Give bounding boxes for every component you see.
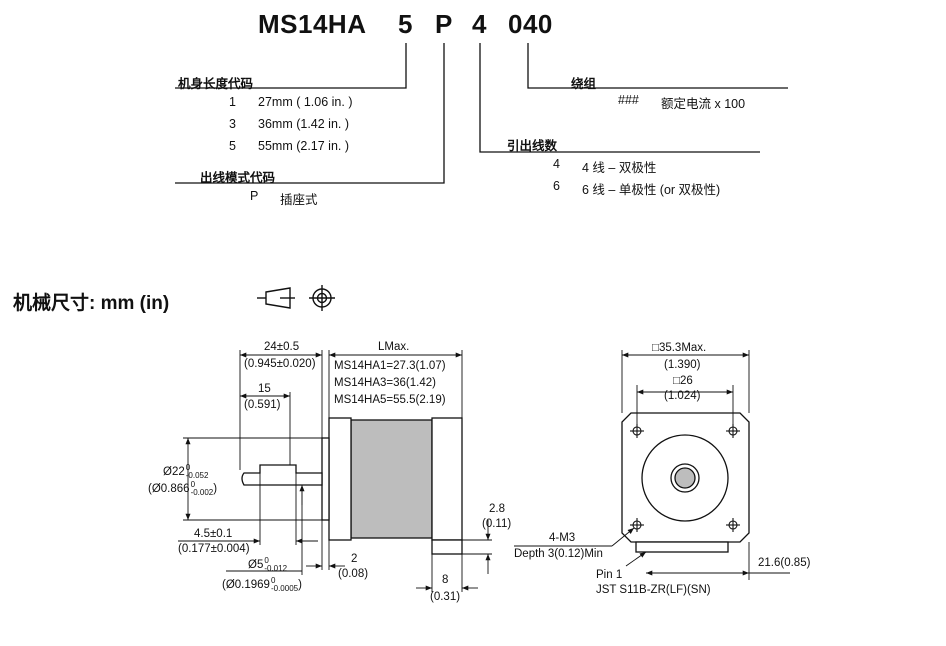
winding-code: 040 (508, 9, 553, 39)
body-length-desc-5: 55mm (2.17 in. ) (258, 139, 350, 153)
dim-15-in: (0.591) (244, 399, 281, 411)
body-length-code-5: 5 (229, 139, 236, 153)
dim-8: 8 (442, 574, 449, 586)
m3-depth-label: Depth 3(0.12)Min (514, 548, 603, 560)
jst-label: JST S11B-ZR(LF)(SN) (596, 584, 711, 596)
dim-24: 24±0.5 (264, 341, 300, 353)
winding-desc: 额定电流 x 100 (661, 97, 746, 111)
dim-353-in: (1.390) (664, 359, 701, 371)
dim-45-in: (0.177±0.004) (178, 543, 250, 555)
projection-symbol-icon (257, 287, 295, 309)
dim-2-in: (0.08) (338, 568, 369, 580)
side-view-motor (241, 417, 463, 555)
length-code: 5 (398, 9, 413, 39)
mechanical-title: 机械尺寸: mm (in) (13, 293, 170, 314)
body-length-desc-1: 27mm ( 1.06 in. ) (258, 95, 353, 109)
body-length-code-1: 1 (229, 95, 236, 109)
model-code: MS14HA (258, 9, 367, 39)
front-cap (328, 417, 352, 541)
lmax-label: LMax. (378, 341, 410, 353)
shaft-end-inner (674, 467, 696, 489)
m3-label: 4-M3 (549, 532, 576, 544)
leads-code: 4 (472, 9, 487, 39)
winding-code: ### (618, 93, 639, 107)
lmax-row-5: MS14HA5=55.5(2.19) (334, 394, 446, 406)
lmax-row-3: MS14HA3=36(1.42) (334, 377, 436, 389)
leader-length (175, 43, 407, 89)
connector-desc-p: 插座式 (280, 193, 318, 207)
dia5-in-label: (Ø0.19690-0.0005) (222, 576, 302, 593)
dim-28-in: (0.11) (482, 518, 512, 530)
rear-cap (431, 417, 463, 541)
boss (321, 437, 330, 521)
leads-desc-4: 4 线 – 双极性 (582, 161, 657, 175)
leads-desc-6: 6 线 – 单极性 (or 双极性) (582, 183, 721, 197)
dim-216: 21.6(0.85) (758, 557, 811, 569)
body-length-desc-3: 36mm (1.42 in. ) (258, 117, 350, 131)
dim-24-in: (0.945±0.020) (244, 358, 316, 370)
body-length-code-3: 3 (229, 117, 236, 131)
dim-2: 2 (351, 553, 358, 565)
front-connector (635, 541, 729, 553)
leader-leads (479, 43, 760, 153)
leads-title: 引出线数 (507, 139, 558, 153)
motor-body (350, 419, 433, 539)
dia5-label: Ø50-0.012 (248, 556, 288, 573)
dim-26-in: (1.024) (664, 390, 701, 402)
front-view-motor (621, 412, 750, 553)
dim-28: 2.8 (489, 503, 505, 515)
lmax-row-1: MS14HA1=27.3(1.07) (334, 360, 446, 372)
leads-code-6: 6 (553, 179, 560, 193)
leader-winding (527, 43, 788, 89)
connector-code-p: P (250, 189, 259, 203)
mounting-holes (630, 424, 740, 532)
shaft (241, 464, 323, 486)
dia22-label: Ø220-0.052 (163, 463, 209, 480)
dim-26: □26 (673, 375, 693, 387)
rear-connector (431, 539, 463, 555)
dim-45: 4.5±0.1 (194, 528, 233, 540)
leads-code-4: 4 (553, 157, 560, 171)
connector-code: P (435, 9, 453, 39)
dim-8-in: (0.31) (430, 591, 461, 603)
pin1-label: Pin 1 (596, 569, 623, 581)
dia22-in-label: (Ø0.8660-0.002) (148, 480, 218, 497)
crosshair-circle-icon (309, 285, 335, 311)
connector-title: 出线模式代码 (200, 171, 276, 185)
dim-353: □35.3Max. (652, 342, 707, 354)
leader-connector (175, 43, 445, 184)
dim-15: 15 (258, 383, 271, 395)
